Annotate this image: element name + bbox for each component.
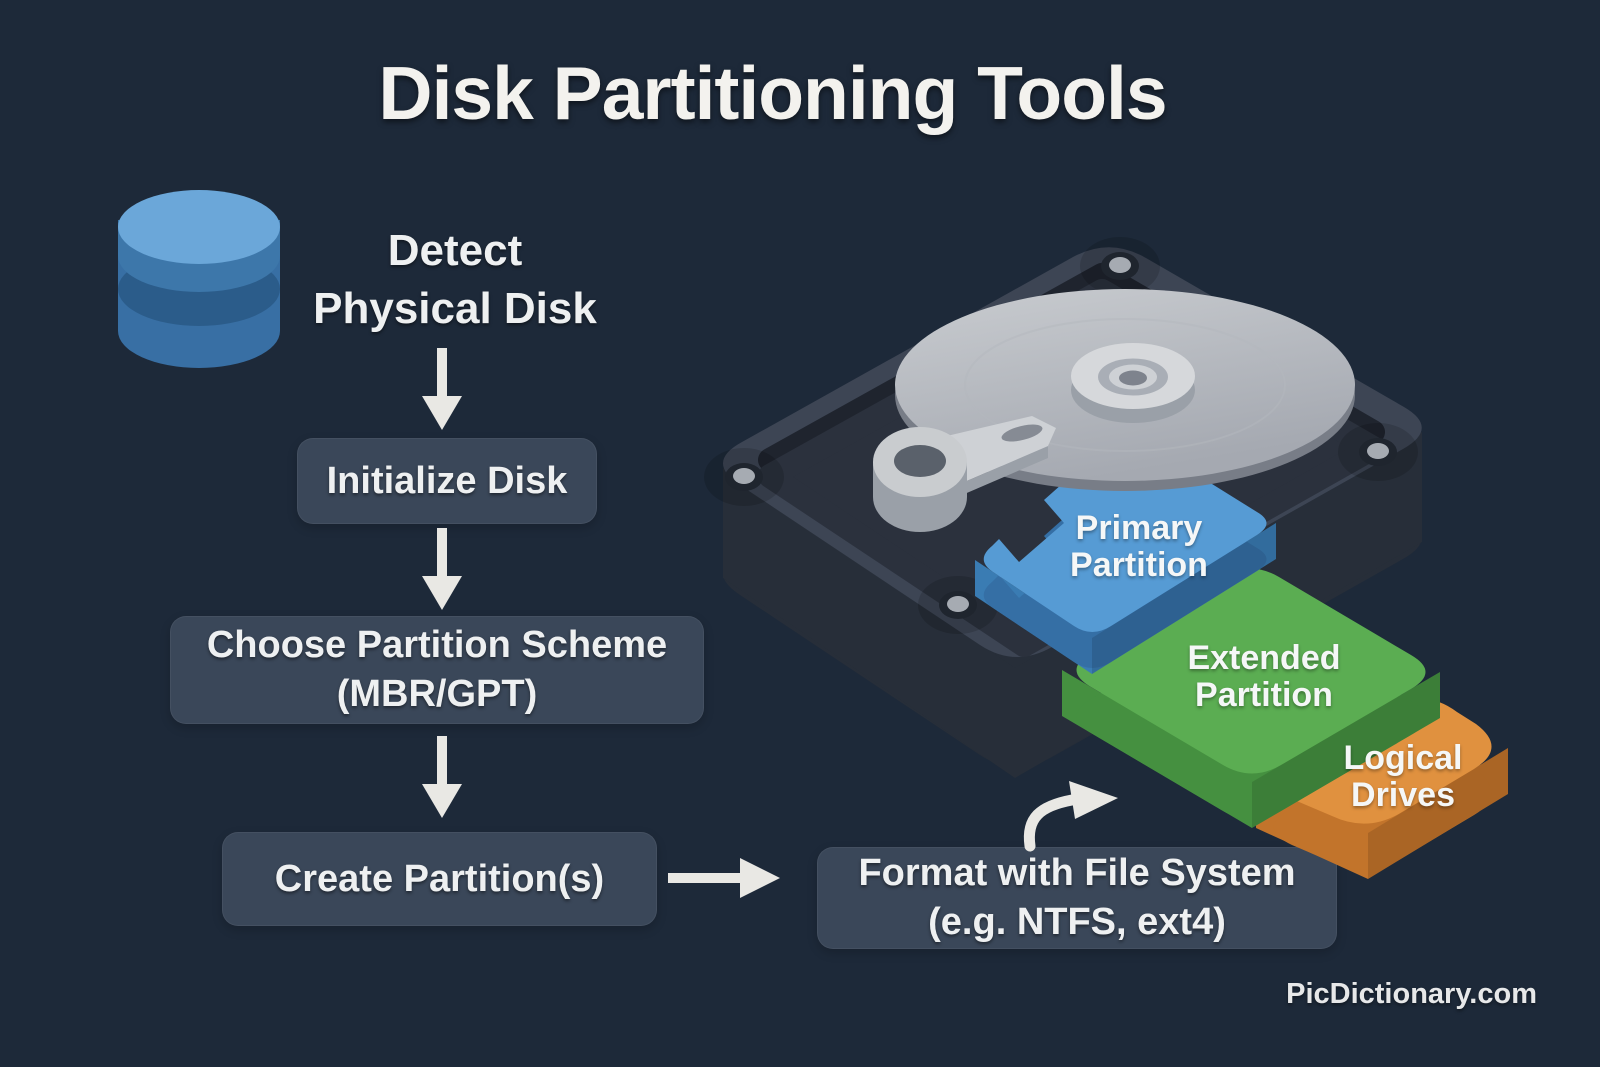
- extended-label-line2: Partition: [1195, 676, 1333, 714]
- step-detect-physical-disk: Detect Physical Disk: [290, 222, 620, 338]
- primary-label-line1: Primary: [1075, 509, 1203, 547]
- detect-line2: Physical Disk: [313, 284, 597, 334]
- actuator-arm-icon: [873, 416, 1056, 532]
- step-create-partitions: Create Partition(s): [222, 832, 657, 926]
- detect-line1: Detect: [387, 226, 523, 275]
- format-line1: Format with File System: [858, 852, 1296, 895]
- hdd-platter: [895, 289, 1355, 491]
- page-title: Disk Partitioning Tools: [378, 51, 1167, 135]
- screw-icon: [1080, 237, 1160, 295]
- logical-label-line1: Logical: [1343, 739, 1463, 777]
- hdd-recess-floor: [770, 291, 1373, 645]
- step-initialize-disk: Initialize Disk: [297, 438, 597, 524]
- logical-drives-top: [1273, 698, 1492, 824]
- arrow-down-icon: [422, 348, 462, 430]
- hdd-case-side: [723, 432, 1422, 778]
- hdd-case-top: [722, 247, 1422, 658]
- step-choose-partition-scheme: Choose Partition Scheme (MBR/GPT): [170, 616, 704, 724]
- extended-partition-block: [1062, 568, 1440, 828]
- primary-label-line2: Partition: [1070, 546, 1208, 584]
- arrow-down-icon: [422, 736, 462, 818]
- watermark: PicDictionary.com: [1286, 978, 1537, 1010]
- choose-scheme-line2: (MBR/GPT): [336, 673, 538, 715]
- screw-icon: [918, 576, 998, 634]
- create-partitions-label: Create Partition(s): [274, 857, 605, 900]
- step-format-file-system: Format with File System (e.g. NTFS, ext4…: [817, 847, 1337, 949]
- initialize-disk-label: Initialize Disk: [326, 459, 568, 502]
- extended-partition-top: [1076, 568, 1426, 774]
- extended-label-line1: Extended: [1187, 639, 1341, 677]
- arrow-down-icon: [422, 528, 462, 610]
- disk-cylinder-icon: [118, 190, 280, 368]
- logical-label-line2: Drives: [1351, 776, 1455, 814]
- disk-cylinder-top: [118, 190, 280, 264]
- hdd-case-bottom: [722, 357, 1422, 768]
- choose-scheme-line1: Choose Partition Scheme: [206, 624, 668, 667]
- hdd-spindle: [1071, 343, 1195, 423]
- hdd-recess-wall: [770, 275, 1373, 629]
- arrow-right-icon: [668, 858, 780, 898]
- logical-drives-label: Logical Drives: [1293, 740, 1513, 814]
- primary-partition-top: [983, 436, 1267, 632]
- primary-partition-block: [975, 436, 1276, 674]
- primary-partition-label: Primary Partition: [1029, 510, 1249, 584]
- extended-partition-label: Extended Partition: [1154, 640, 1374, 714]
- screw-icon: [1338, 423, 1418, 481]
- format-line2: (e.g. NTFS, ext4): [928, 901, 1226, 943]
- hdd-case: [722, 247, 1422, 778]
- screw-icon: [704, 448, 784, 506]
- curved-arrow-icon: [1023, 781, 1118, 852]
